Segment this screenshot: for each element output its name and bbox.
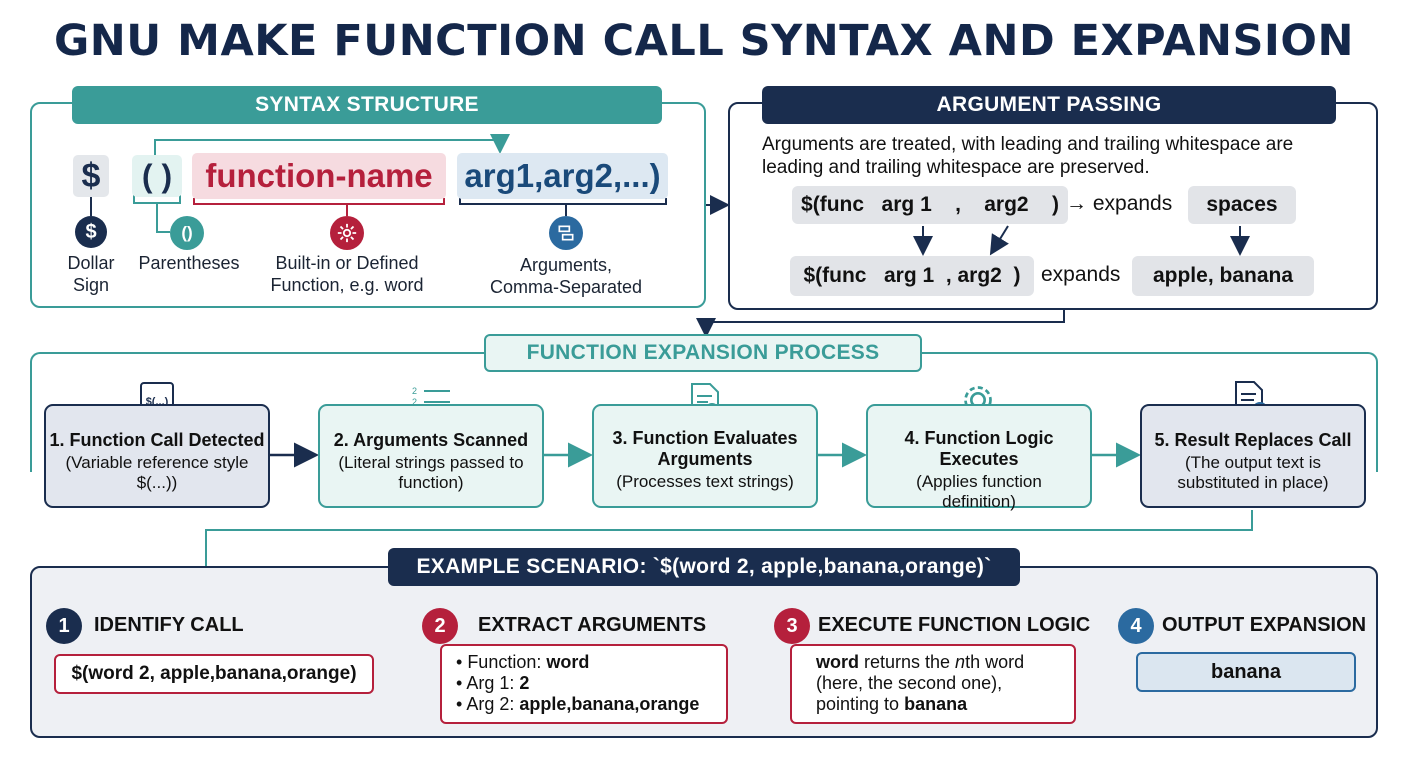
svg-text:2: 2 [412, 386, 417, 396]
execute-logic-heading: EXECUTE FUNCTION LOGIC [818, 614, 1091, 636]
syntax-banner: SYNTAX STRUCTURE [72, 86, 662, 124]
example-banner: EXAMPLE SCENARIO: `$(word 2, apple,banan… [388, 548, 1020, 586]
logic-line-2: (here, the second one), [816, 673, 1003, 693]
expands-label-2: expands [1041, 263, 1121, 286]
argument-list: Function: word Arg 1: 2 Arg 2: apple,ban… [456, 652, 726, 715]
parens-bracket [133, 195, 181, 204]
argument-passing-description: Arguments are treated, with leading and … [762, 134, 1294, 178]
step-1-title: 1. Function Call Detected [49, 430, 265, 450]
dollar-caption: Dollar Sign [67, 253, 115, 295]
call-trimmed: $(func arg 1 , arg2 ) [790, 256, 1034, 296]
step-function-call-detected: 1. Function Call Detected (Variable refe… [44, 404, 270, 508]
step-number-2: 2 [422, 608, 458, 644]
function-arg-item: Function: word [456, 652, 726, 673]
output-result-box: banana [1136, 652, 1356, 692]
argument-passing-banner: ARGUMENT PASSING [762, 86, 1336, 124]
logic-line-3: pointing to banana [816, 694, 968, 714]
step-function-logic-executes: 4. Function Logic Executes (Applies func… [866, 404, 1092, 511]
step-4-desc: (Applies function definition) [916, 472, 1042, 511]
step-4-title: 4. Function Logic Executes [904, 428, 1054, 469]
spaces-result: spaces [1188, 186, 1296, 224]
identify-call-heading: IDENTIFY CALL [94, 614, 244, 636]
extract-arguments-heading: EXTRACT ARGUMENTS [478, 614, 707, 636]
dollar-chip: $ [73, 155, 109, 197]
apple-banana-result: apple, banana [1132, 256, 1314, 296]
step-result-replaces-call: 5. Result Replaces Call (The output text… [1140, 404, 1366, 508]
args-bracket [459, 198, 667, 205]
step-number-3: 3 [774, 608, 810, 644]
expands-label-1: → expands [1066, 192, 1173, 215]
fname-bracket [193, 198, 445, 205]
output-expansion-heading: OUTPUT EXPANSION [1162, 614, 1367, 636]
parentheses-caption: Parentheses [138, 253, 240, 273]
step-1-desc: (Variable reference style $(...)) [65, 453, 249, 492]
step-number-1: 1 [46, 608, 82, 644]
step-5-desc: (The output text is substituted in place… [1177, 453, 1329, 492]
arrow-arg2-down [989, 225, 1009, 256]
arguments-caption: Arguments, Comma-Separated [489, 255, 643, 297]
gear-icon [330, 216, 364, 250]
function-name-chip: function-name [192, 153, 446, 199]
execute-logic-box: word returns the nth word (here, the sec… [790, 644, 1076, 724]
list-icon [549, 216, 583, 250]
step-5-title: 5. Result Replaces Call [1154, 430, 1352, 450]
step-3-desc: (Processes text strings) [616, 472, 794, 491]
step-arguments-scanned: 2. Arguments Scanned (Literal strings pa… [318, 404, 544, 508]
arrow-process-to-example [196, 510, 1253, 604]
arg2-item: Arg 2: apple,banana,orange [456, 694, 726, 715]
arguments-chip: arg1,arg2,...) [457, 153, 668, 199]
step-2-desc: (Literal strings passed to function) [338, 453, 524, 492]
step-3-title: 3. Function Evaluates Arguments [612, 428, 798, 469]
call-with-spaces: $(func arg 1 , arg2 ) [792, 186, 1068, 224]
step-2-title: 2. Arguments Scanned [333, 430, 529, 450]
parentheses-icon: () [170, 216, 204, 250]
svg-text:2: 2 [412, 397, 417, 407]
arrow-parens-to-args [154, 134, 510, 160]
logic-line-1: word returns the nth word [816, 652, 1025, 672]
step-function-evaluates: 3. Function Evaluates Arguments (Process… [592, 404, 818, 508]
arrow-args-to-process [696, 310, 1065, 338]
step-number-4: 4 [1118, 608, 1154, 644]
arg1-item: Arg 1: 2 [456, 673, 726, 694]
extract-arguments-box: Function: word Arg 1: 2 Arg 2: apple,ban… [440, 644, 728, 724]
page-title: GNU MAKE FUNCTION CALL SYNTAX AND EXPANS… [54, 16, 1354, 66]
function-caption: Built-in or Defined Function, e.g. word [270, 253, 424, 295]
identify-call-box: $(word 2, apple,banana,orange) [54, 654, 374, 694]
parens-stem [156, 204, 170, 233]
dollar-icon: $ [75, 216, 107, 248]
parens-chip: ( ) [132, 155, 182, 197]
process-banner: FUNCTION EXPANSION PROCESS [484, 334, 922, 372]
